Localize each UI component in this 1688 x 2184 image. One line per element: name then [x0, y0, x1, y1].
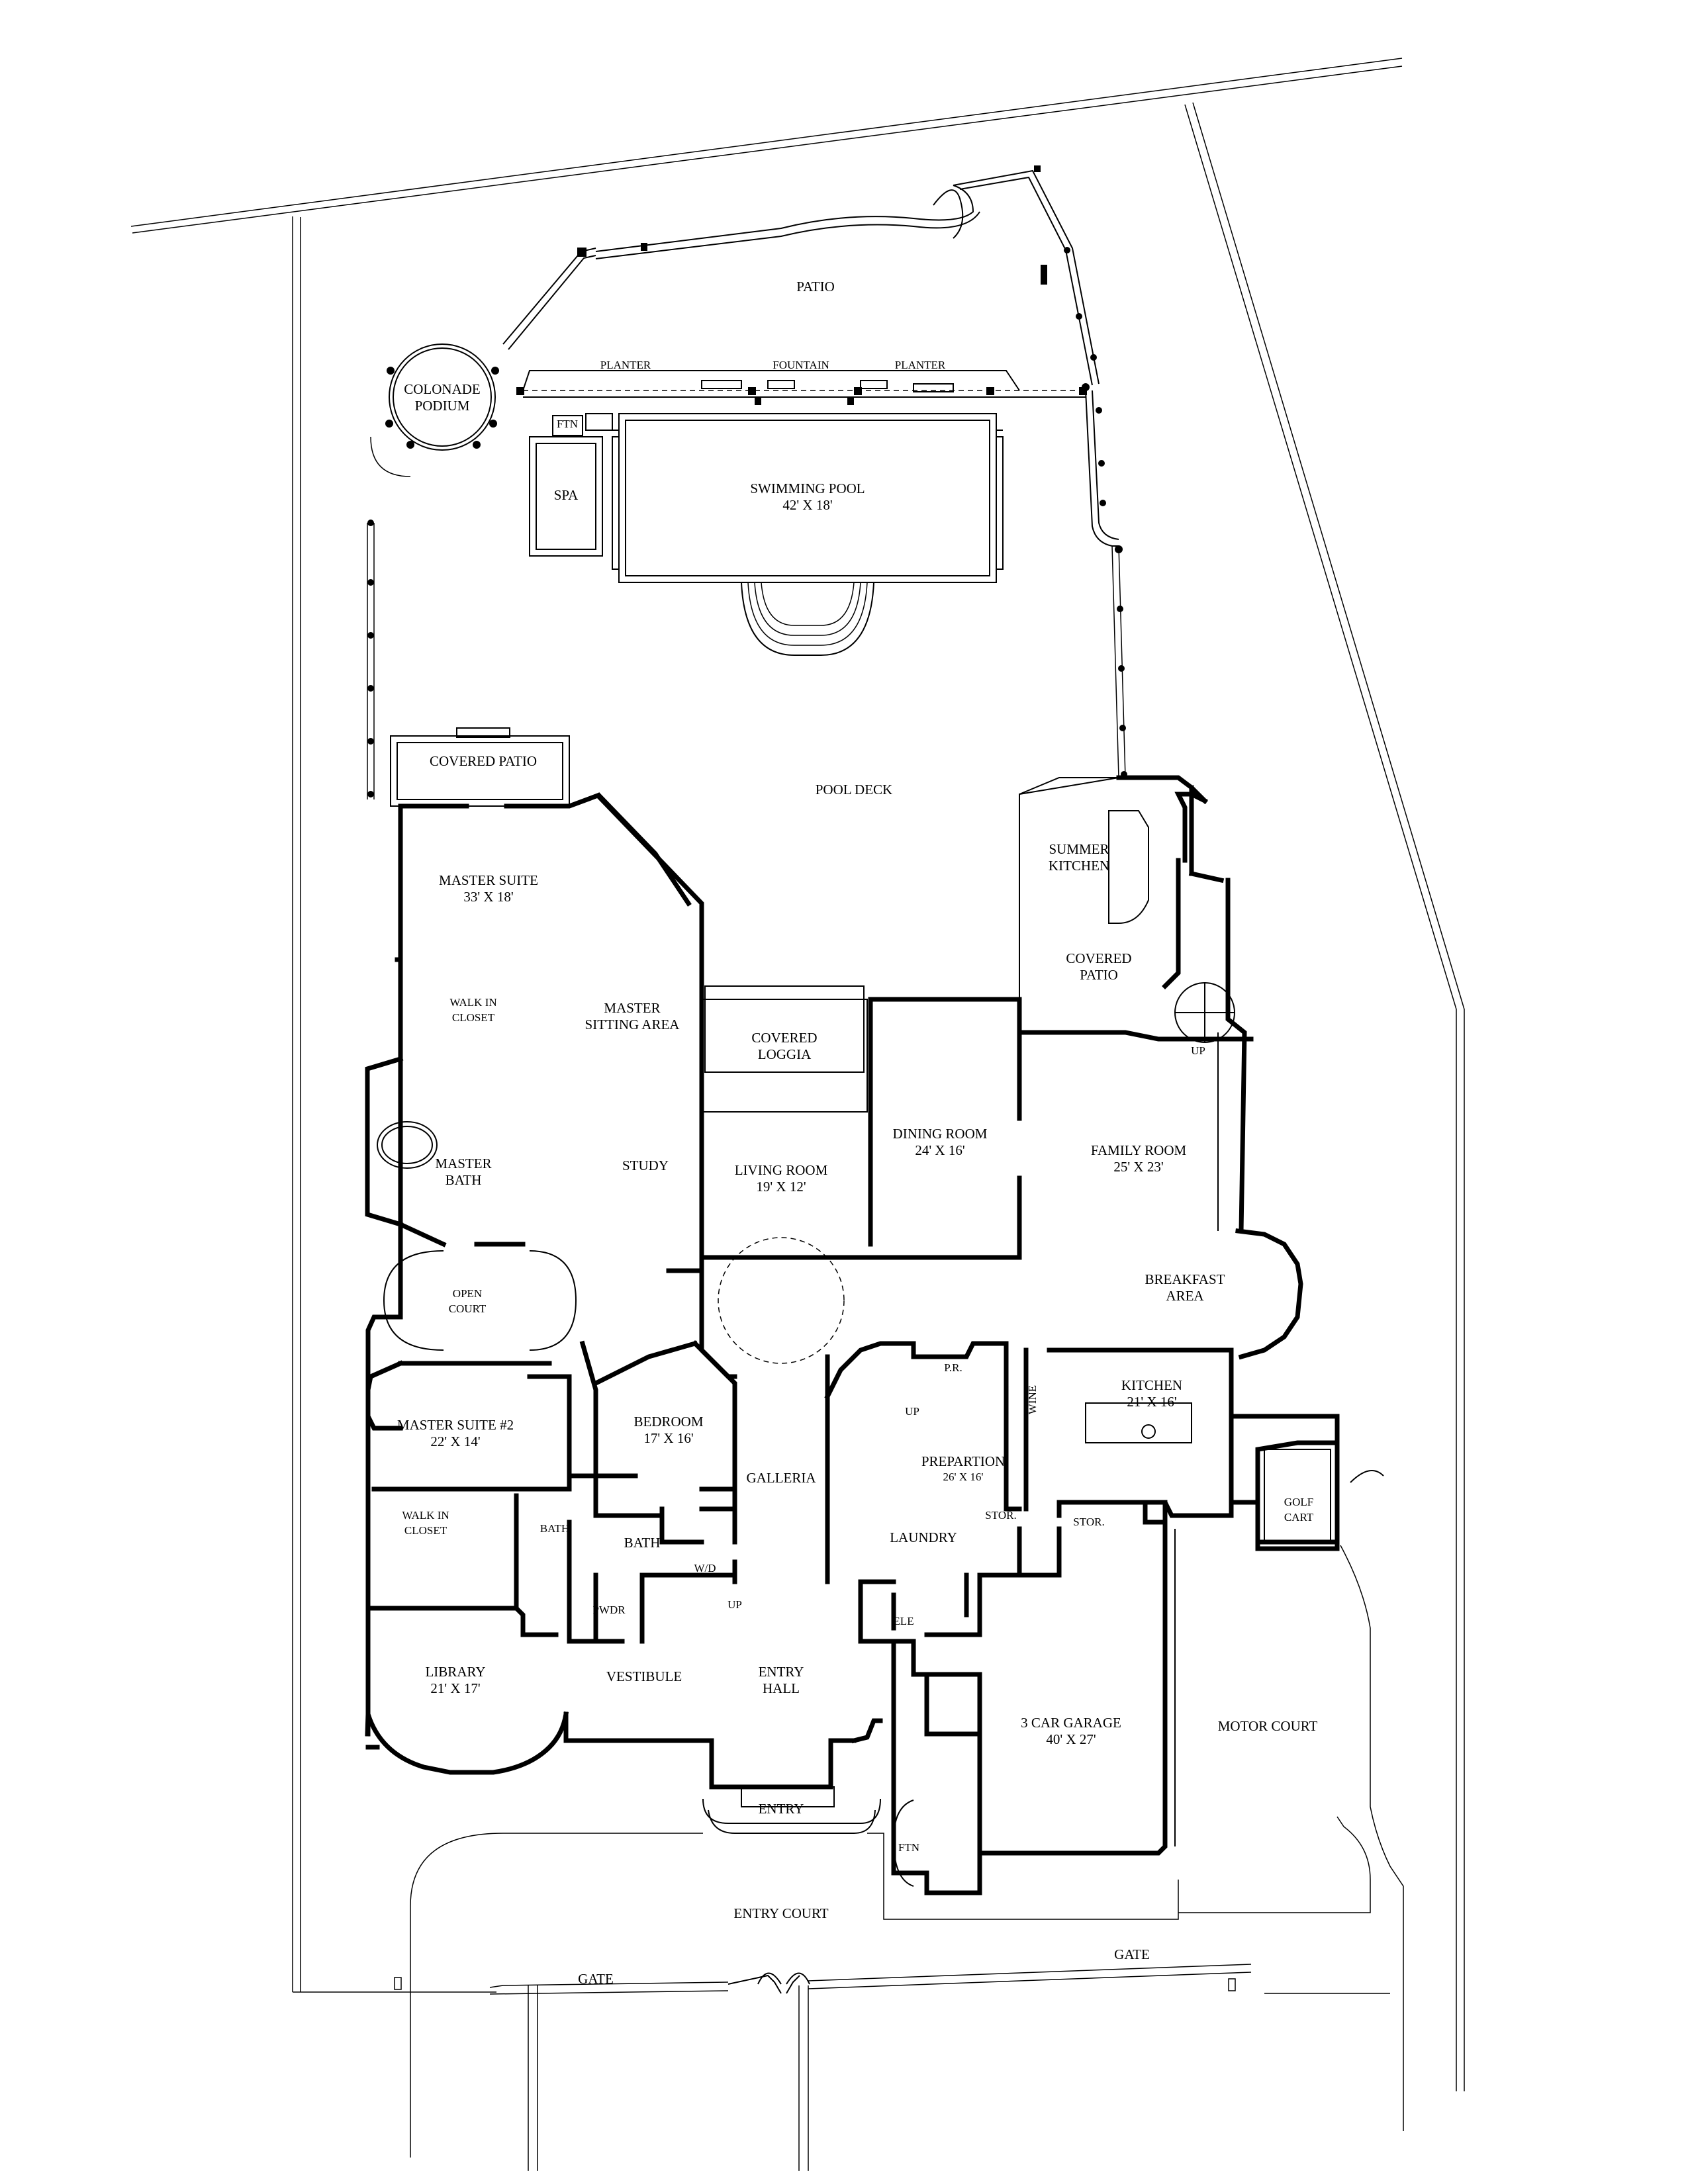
label-bath-main: BATH	[624, 1535, 661, 1551]
label-prep-size: 26' X 16'	[943, 1471, 984, 1483]
label-open-court-1: OPEN	[453, 1287, 482, 1300]
summer-kitchen-island	[1108, 810, 1149, 924]
label-study: STUDY	[622, 1158, 669, 1173]
label-golf-2: CART	[1284, 1511, 1314, 1524]
kitchen-island	[1085, 1402, 1192, 1443]
label-library-size: 21' X 17'	[430, 1680, 480, 1696]
label-wic1-a: WALK IN	[449, 996, 496, 1009]
label-master-suite-name: MASTER SUITE	[439, 872, 538, 888]
label-open-court-2: COURT	[449, 1302, 487, 1315]
label-bath-small: BATH	[540, 1522, 569, 1535]
label-pool-deck: POOL DECK	[816, 782, 892, 797]
label-garage-size: 40' X 27'	[1046, 1731, 1096, 1747]
label-pool-size: 42' X 18'	[782, 497, 832, 513]
label-breakfast-1: BREAKFAST	[1145, 1271, 1225, 1287]
label-loggia-1: COVERED	[751, 1030, 817, 1046]
label-family-name: FAMILY ROOM	[1091, 1142, 1187, 1158]
label-gate-right: GATE	[1114, 1946, 1150, 1962]
label-master-suite-size: 33' X 18'	[463, 889, 513, 905]
label-ms2-size: 22' X 14'	[430, 1433, 480, 1449]
house-walls	[365, 727, 1384, 1895]
label-family-size: 25' X 23'	[1113, 1159, 1163, 1175]
label-summer-1: SUMMER	[1049, 841, 1109, 857]
garage-doors	[1164, 1529, 1176, 1846]
label-pool-name: SWIMMING POOL	[750, 480, 865, 496]
label-galleria: GALLERIA	[747, 1470, 817, 1486]
label-covered-patio-west: COVERED PATIO	[430, 753, 537, 769]
label-patio: PATIO	[796, 279, 835, 295]
label-up-east: UP	[1191, 1044, 1205, 1057]
label-garage-name: 3 CAR GARAGE	[1021, 1715, 1121, 1731]
label-stor-1: STOR.	[985, 1509, 1016, 1522]
label-gate-left: GATE	[578, 1971, 614, 1987]
label-library-name: LIBRARY	[425, 1664, 485, 1680]
label-planter-left: PLANTER	[600, 359, 651, 371]
label-entry: ENTRY	[759, 1801, 804, 1817]
label-up-entry: UP	[727, 1598, 742, 1611]
label-master-sitting-2: SITTING AREA	[585, 1017, 680, 1032]
label-bedroom-size: 17' X 16'	[643, 1430, 693, 1446]
room-labels: PATIO COLONADE PODIUM PLANTER FOUNTAIN P…	[397, 279, 1318, 1987]
label-wic1-b: CLOSET	[452, 1011, 495, 1024]
label-pwdr: PWDR	[592, 1604, 626, 1616]
label-ms2-name: MASTER SUITE #2	[397, 1417, 514, 1433]
label-summer-2: KITCHEN	[1049, 858, 1109, 874]
label-stor-2: STOR.	[1073, 1516, 1104, 1528]
label-ele: ELE	[893, 1615, 914, 1627]
label-motor-court: MOTOR COURT	[1218, 1718, 1318, 1734]
label-living-name: LIVING ROOM	[735, 1162, 828, 1178]
label-entry-hall-2: HALL	[763, 1680, 800, 1696]
living-rug	[718, 1237, 845, 1364]
bathtub-icon	[377, 1121, 438, 1169]
label-loggia-2: LOGGIA	[758, 1046, 812, 1062]
entry-steps	[702, 1798, 881, 1834]
label-master-bath-1: MASTER	[435, 1156, 491, 1171]
label-golf-1: GOLF	[1284, 1496, 1313, 1508]
label-master-bath-2: BATH	[445, 1172, 482, 1188]
bathtub-inner	[381, 1126, 433, 1164]
label-pr: P.R.	[944, 1361, 962, 1374]
sink-icon	[1141, 1424, 1156, 1439]
label-ftn-pool: FTN	[557, 418, 578, 430]
label-ftn-entry: FTN	[898, 1841, 919, 1854]
entry-fountain	[892, 1799, 914, 1887]
label-living-size: 19' X 12'	[756, 1179, 806, 1195]
label-covered-patio-east-1: COVERED	[1066, 950, 1131, 966]
label-master-sitting-1: MASTER	[604, 1000, 660, 1016]
label-kitchen-size: 21' X 16'	[1127, 1394, 1176, 1410]
entry-step-rect	[741, 1786, 835, 1807]
open-court-arcs	[383, 1250, 577, 1351]
label-wd: W/D	[694, 1562, 716, 1574]
label-dining-size: 24' X 16'	[915, 1142, 964, 1158]
label-wine: WINE	[1026, 1385, 1039, 1414]
label-vestibule: VESTIBULE	[606, 1668, 682, 1684]
label-colonade-1: COLONADE	[404, 381, 481, 397]
label-prep-name: PREPARTION	[921, 1453, 1005, 1469]
label-up-prep: UP	[905, 1405, 919, 1418]
label-entry-hall-1: ENTRY	[759, 1664, 804, 1680]
pool-area	[367, 169, 1126, 799]
property-lines	[130, 58, 1465, 2091]
label-colonade-2: PODIUM	[415, 398, 470, 414]
label-breakfast-2: AREA	[1166, 1288, 1204, 1304]
label-dining-name: DINING ROOM	[893, 1126, 988, 1142]
entry-drive	[410, 1545, 1404, 2171]
label-entry-court: ENTRY COURT	[733, 1905, 828, 1921]
label-bedroom-name: BEDROOM	[633, 1414, 703, 1430]
label-laundry: LAUNDRY	[890, 1529, 957, 1545]
label-kitchen-name: KITCHEN	[1121, 1377, 1182, 1393]
label-covered-patio-east-2: PATIO	[1080, 967, 1118, 983]
label-fountain: FOUNTAIN	[773, 359, 829, 371]
label-spa: SPA	[554, 487, 579, 503]
label-planter-right: PLANTER	[895, 359, 946, 371]
label-wic2-a: WALK IN	[402, 1509, 449, 1522]
columns	[367, 165, 1127, 797]
label-wic2-b: CLOSET	[404, 1524, 447, 1537]
